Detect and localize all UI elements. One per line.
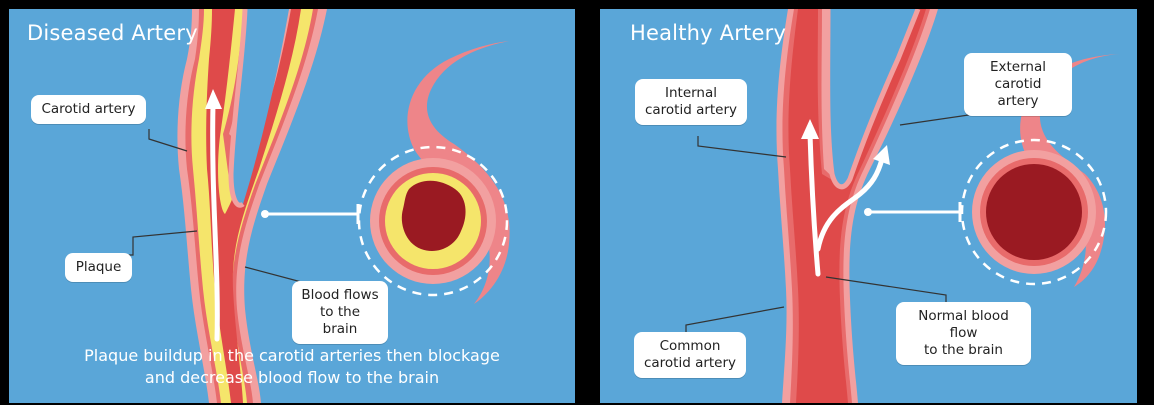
blood-flows-label: Blood flows to the brain	[292, 281, 388, 344]
open-lumen	[986, 164, 1082, 260]
common-carotid-label: Common carotid artery	[634, 332, 746, 378]
diseased-artery-illustration	[9, 9, 575, 403]
external-carotid-label: External carotid artery	[964, 53, 1072, 116]
panel-title: Healthy Artery	[630, 21, 786, 45]
carotid-artery-label: Carotid artery	[31, 95, 146, 124]
diseased-artery-panel: Diseased Artery Carotid artery Plaque Bl…	[9, 9, 575, 403]
normal-blood-flow-label: Normal blood flow to the brain	[896, 302, 1031, 365]
caption-line-1: Plaque buildup in the carotid arteries t…	[9, 345, 575, 367]
healthy-artery-panel: Healthy Artery Internal carotid artery E…	[600, 9, 1137, 403]
caption-line-2: and decrease blood flow to the brain	[9, 367, 575, 389]
internal-carotid-label: Internal carotid artery	[635, 79, 747, 125]
plaque-label: Plaque	[65, 253, 132, 282]
caption: Plaque buildup in the carotid arteries t…	[9, 345, 575, 389]
panel-title: Diseased Artery	[27, 21, 198, 45]
